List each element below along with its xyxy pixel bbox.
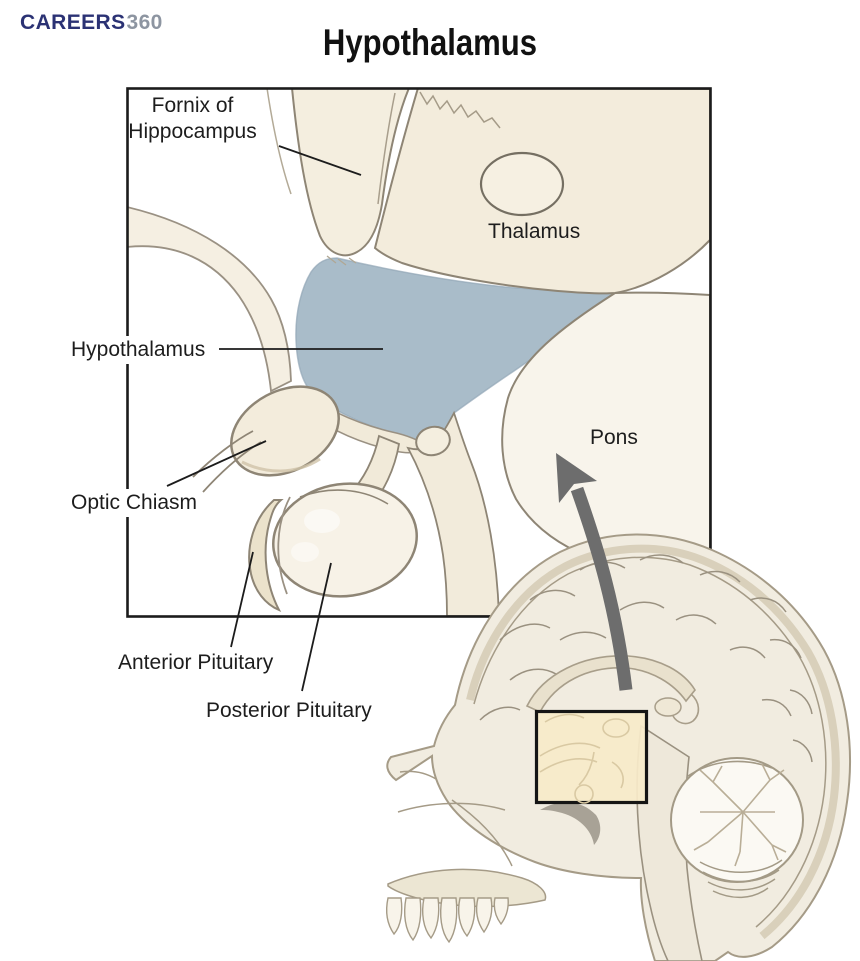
- zoom-region-mini-anatomy: [539, 713, 630, 804]
- label-posterior-pituitary: Posterior Pituitary: [206, 699, 372, 722]
- anterior-pituitary-leader-line: [230, 551, 254, 648]
- fornix-leader-line: [278, 145, 362, 176]
- label-fornix-line2: Hippocampus: [128, 120, 257, 144]
- label-pons: Pons: [590, 426, 638, 449]
- teeth-row: [385, 897, 509, 944]
- label-fornix-of-hippocampus: Fornix of Hippocampus: [100, 93, 285, 146]
- cerebellum: [670, 757, 804, 883]
- pituitary-highlight-2: [291, 542, 319, 562]
- ventricle-wall-line: [266, 89, 292, 195]
- logo-text-careers: CAREERS: [20, 11, 126, 34]
- skull-bone-layer: [466, 544, 840, 940]
- fornix-inner-line: [377, 92, 396, 205]
- fornix-tip-hatching: [326, 255, 357, 266]
- label-fornix-line1: Fornix of: [151, 94, 234, 117]
- anterior-wall-band: [128, 206, 292, 393]
- page-title: Hypothalamus: [322, 22, 538, 63]
- label-thalamus: Thalamus: [488, 220, 581, 243]
- corpus-callosum: [525, 655, 696, 714]
- septum-torn-edge: [419, 91, 501, 129]
- posterior-pituitary-leader-line: [301, 562, 332, 692]
- pituitary-top-crease: [299, 489, 389, 505]
- pituitary-highlight: [304, 509, 340, 533]
- pituitary-fold-line: [277, 496, 291, 595]
- arrow-shaft: [570, 486, 633, 691]
- arbor-vitae: [693, 763, 787, 867]
- eye-socket-shadow: [540, 802, 601, 845]
- inset-arrow-icon: [556, 453, 633, 691]
- leader-lines: [166, 145, 383, 692]
- label-optic-chiasm: Optic Chiasm: [67, 489, 202, 518]
- cerebellum-notch: [687, 760, 773, 777]
- label-hypothalamus: Hypothalamus: [67, 336, 210, 365]
- optic-chiasm-leader-line: [166, 440, 267, 487]
- mammillary-body: [415, 425, 451, 457]
- posterior-pituitary-lobe: [272, 482, 418, 598]
- maxilla-line: [397, 802, 506, 813]
- arrow-head: [556, 453, 597, 503]
- anterior-pituitary-lobe: [248, 499, 284, 613]
- sagittal-head-inset: [385, 453, 851, 961]
- nasal-line: [399, 770, 437, 780]
- brain-gyri: [479, 554, 813, 763]
- alveolar-ridge: [387, 868, 547, 908]
- hypothalamus-closeup-illustration: [128, 89, 710, 616]
- zygomatic-line: [451, 799, 513, 867]
- cerebellum-layers: [699, 859, 783, 899]
- interthalamic-adhesion: [479, 151, 565, 217]
- careers360-logo: CAREERS360: [20, 11, 163, 35]
- chiasm-shading: [241, 457, 321, 473]
- mini-thalamus: [654, 697, 682, 717]
- label-anterior-pituitary: Anterior Pituitary: [118, 651, 274, 674]
- corpus-callosum-genu: [672, 693, 700, 725]
- logo-text-360: 360: [126, 11, 163, 34]
